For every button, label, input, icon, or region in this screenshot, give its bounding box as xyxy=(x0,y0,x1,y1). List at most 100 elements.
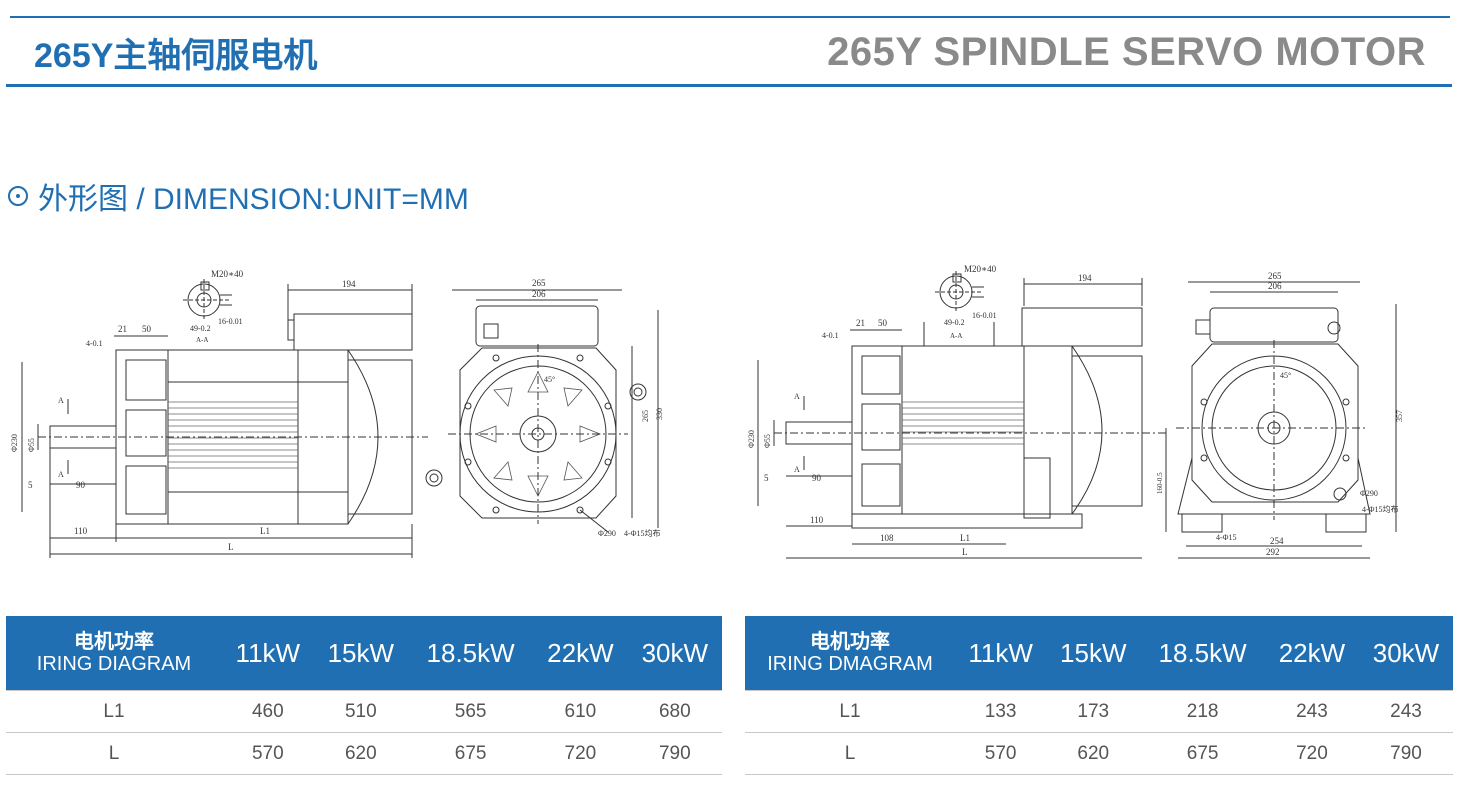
end-view: 265 206 45° 265 330 Φ290 xyxy=(425,278,664,538)
section-arrow-a-bottom: A xyxy=(794,465,800,474)
header-label-en: IRING DMAGRAM xyxy=(767,653,933,675)
spec-table-foot: 电机功率 IRING DMAGRAM 11kW 15kW 18.5kW 22kW… xyxy=(745,616,1453,775)
table-cell: 720 xyxy=(533,732,628,775)
dim-phi290: Φ290 xyxy=(598,529,616,538)
table-cell: 565 xyxy=(408,690,534,733)
col-header: 22kW xyxy=(533,616,628,691)
col-header: 30kW xyxy=(627,616,722,691)
dim-l: L xyxy=(962,547,968,557)
dim-holes: 4-Φ15均布 xyxy=(1362,504,1399,514)
section-heading: 外形图 / DIMENSION:UNIT=MM xyxy=(8,174,469,218)
col-header: 30kW xyxy=(1358,616,1453,691)
table-cell: 510 xyxy=(313,690,409,733)
dim-holes: 4-Φ15均布 xyxy=(624,528,661,538)
dim-49: 49-0.2 xyxy=(190,324,211,333)
col-header: 22kW xyxy=(1264,616,1359,691)
dim-265-top: 265 xyxy=(532,278,546,288)
dim-90: 90 xyxy=(812,473,822,483)
dim-21: 21 xyxy=(856,318,865,328)
section-arrow-a-top: A xyxy=(58,396,64,405)
dim-330: 330 xyxy=(655,408,664,420)
dim-l: L xyxy=(228,542,234,552)
shaft-section-view: M20∗40 49-0.2 16-0.01 A-A xyxy=(935,264,997,340)
dim-4: 4-0.1 xyxy=(822,331,839,340)
row-label: L xyxy=(745,732,955,775)
dim-357: 357 xyxy=(1395,410,1404,422)
table-cell: 218 xyxy=(1140,690,1265,733)
table-cell: 610 xyxy=(533,690,628,733)
page-title-cn: 265Y主轴伺服电机 xyxy=(34,37,318,75)
table-cell: 675 xyxy=(1140,732,1265,775)
dim-5: 5 xyxy=(28,480,33,490)
dim-206: 206 xyxy=(532,289,546,299)
dim-45-deg: 45° xyxy=(1280,371,1291,380)
row-label: L1 xyxy=(6,690,222,733)
table-header-label: 电机功率 IRING DMAGRAM xyxy=(745,616,955,691)
table-cell: 570 xyxy=(222,732,314,775)
dim-l1: L1 xyxy=(260,526,270,536)
dim-194: 194 xyxy=(342,279,356,289)
dim-16: 16-0.01 xyxy=(218,317,243,326)
terminal-box xyxy=(293,313,413,351)
dim-50: 50 xyxy=(878,318,888,328)
dim-phi230: Φ230 xyxy=(747,430,756,448)
dim-206: 206 xyxy=(1268,281,1282,291)
table-cell: 720 xyxy=(1264,732,1359,775)
dim-110: 110 xyxy=(810,515,824,525)
table-cell: 620 xyxy=(313,732,409,775)
section-arrow-a-top: A xyxy=(794,392,800,401)
shaft-section-view: M20∗40 49-0.2 16-0.01 A-A xyxy=(183,269,244,344)
dim-phi230: Φ230 xyxy=(10,434,19,452)
col-header: 15kW xyxy=(313,616,409,691)
table-cell: 620 xyxy=(1046,732,1141,775)
dim-50: 50 xyxy=(142,324,152,334)
table-cell: 680 xyxy=(627,690,722,733)
dim-49: 49-0.2 xyxy=(944,318,965,327)
section-arrow-a-bottom: A xyxy=(58,470,64,479)
col-header: 11kW xyxy=(222,616,314,691)
table-cell: 460 xyxy=(222,690,314,733)
drawing-flange-mount: M20∗40 49-0.2 16-0.01 A-A 194 4-0.1 21 5… xyxy=(8,262,688,562)
table-header-label: 电机功率 IRING DIAGRAM xyxy=(6,616,222,691)
section-label-aa: A-A xyxy=(196,336,208,344)
table-cell: 790 xyxy=(1358,732,1453,775)
header-top-rule xyxy=(10,16,1450,18)
foot-base xyxy=(851,513,1083,529)
col-header: 15kW xyxy=(1046,616,1141,691)
dim-160: 160-0.5 xyxy=(1156,472,1164,494)
row-label: L xyxy=(6,732,222,775)
dim-292: 292 xyxy=(1266,547,1280,557)
dim-5: 5 xyxy=(764,473,769,483)
table-cell: 133 xyxy=(955,690,1047,733)
dim-phi55: Φ55 xyxy=(27,438,36,452)
header-label-cn: 电机功率 xyxy=(74,631,154,653)
dim-254: 254 xyxy=(1270,536,1284,546)
terminal-box xyxy=(1021,307,1143,347)
table-header-row: 电机功率 IRING DMAGRAM 11kW 15kW 18.5kW 22kW… xyxy=(745,616,1453,691)
dim-16: 16-0.01 xyxy=(972,311,997,320)
dim-21: 21 xyxy=(118,324,127,334)
header-bottom-rule xyxy=(6,84,1452,87)
dim-phi290: Φ290 xyxy=(1360,489,1378,498)
spec-table-flange: 电机功率 IRING DIAGRAM 11kW 15kW 18.5kW 22kW… xyxy=(6,616,722,775)
dim-194: 194 xyxy=(1078,273,1092,283)
dim-110: 110 xyxy=(74,526,88,536)
table-cell: 570 xyxy=(955,732,1047,775)
dim-l1: L1 xyxy=(960,533,970,543)
col-header: 18.5kW xyxy=(408,616,534,691)
dim-90: 90 xyxy=(76,480,86,490)
header-label-cn: 电机功率 xyxy=(810,631,890,653)
dim-holes-foot: 4-Φ15 xyxy=(1216,533,1237,542)
header-label-en: IRING DIAGRAM xyxy=(36,653,192,675)
dim-265-top: 265 xyxy=(1268,271,1282,281)
dim-m20: M20∗40 xyxy=(964,264,997,274)
table-cell: 243 xyxy=(1264,690,1359,733)
page-title-en: 265Y SPINDLE SERVO MOTOR xyxy=(827,30,1426,74)
table-cell: 675 xyxy=(408,732,534,775)
end-view: 265 206 45° 357 160-0.5 Φ290 4-Φ15均布 4-Φ… xyxy=(1156,271,1404,559)
dim-m20: M20∗40 xyxy=(211,269,244,279)
dim-4: 4-0.1 xyxy=(86,339,103,348)
col-header: 11kW xyxy=(955,616,1047,691)
dim-45-deg: 45° xyxy=(544,375,555,384)
table-cell: 243 xyxy=(1358,690,1453,733)
